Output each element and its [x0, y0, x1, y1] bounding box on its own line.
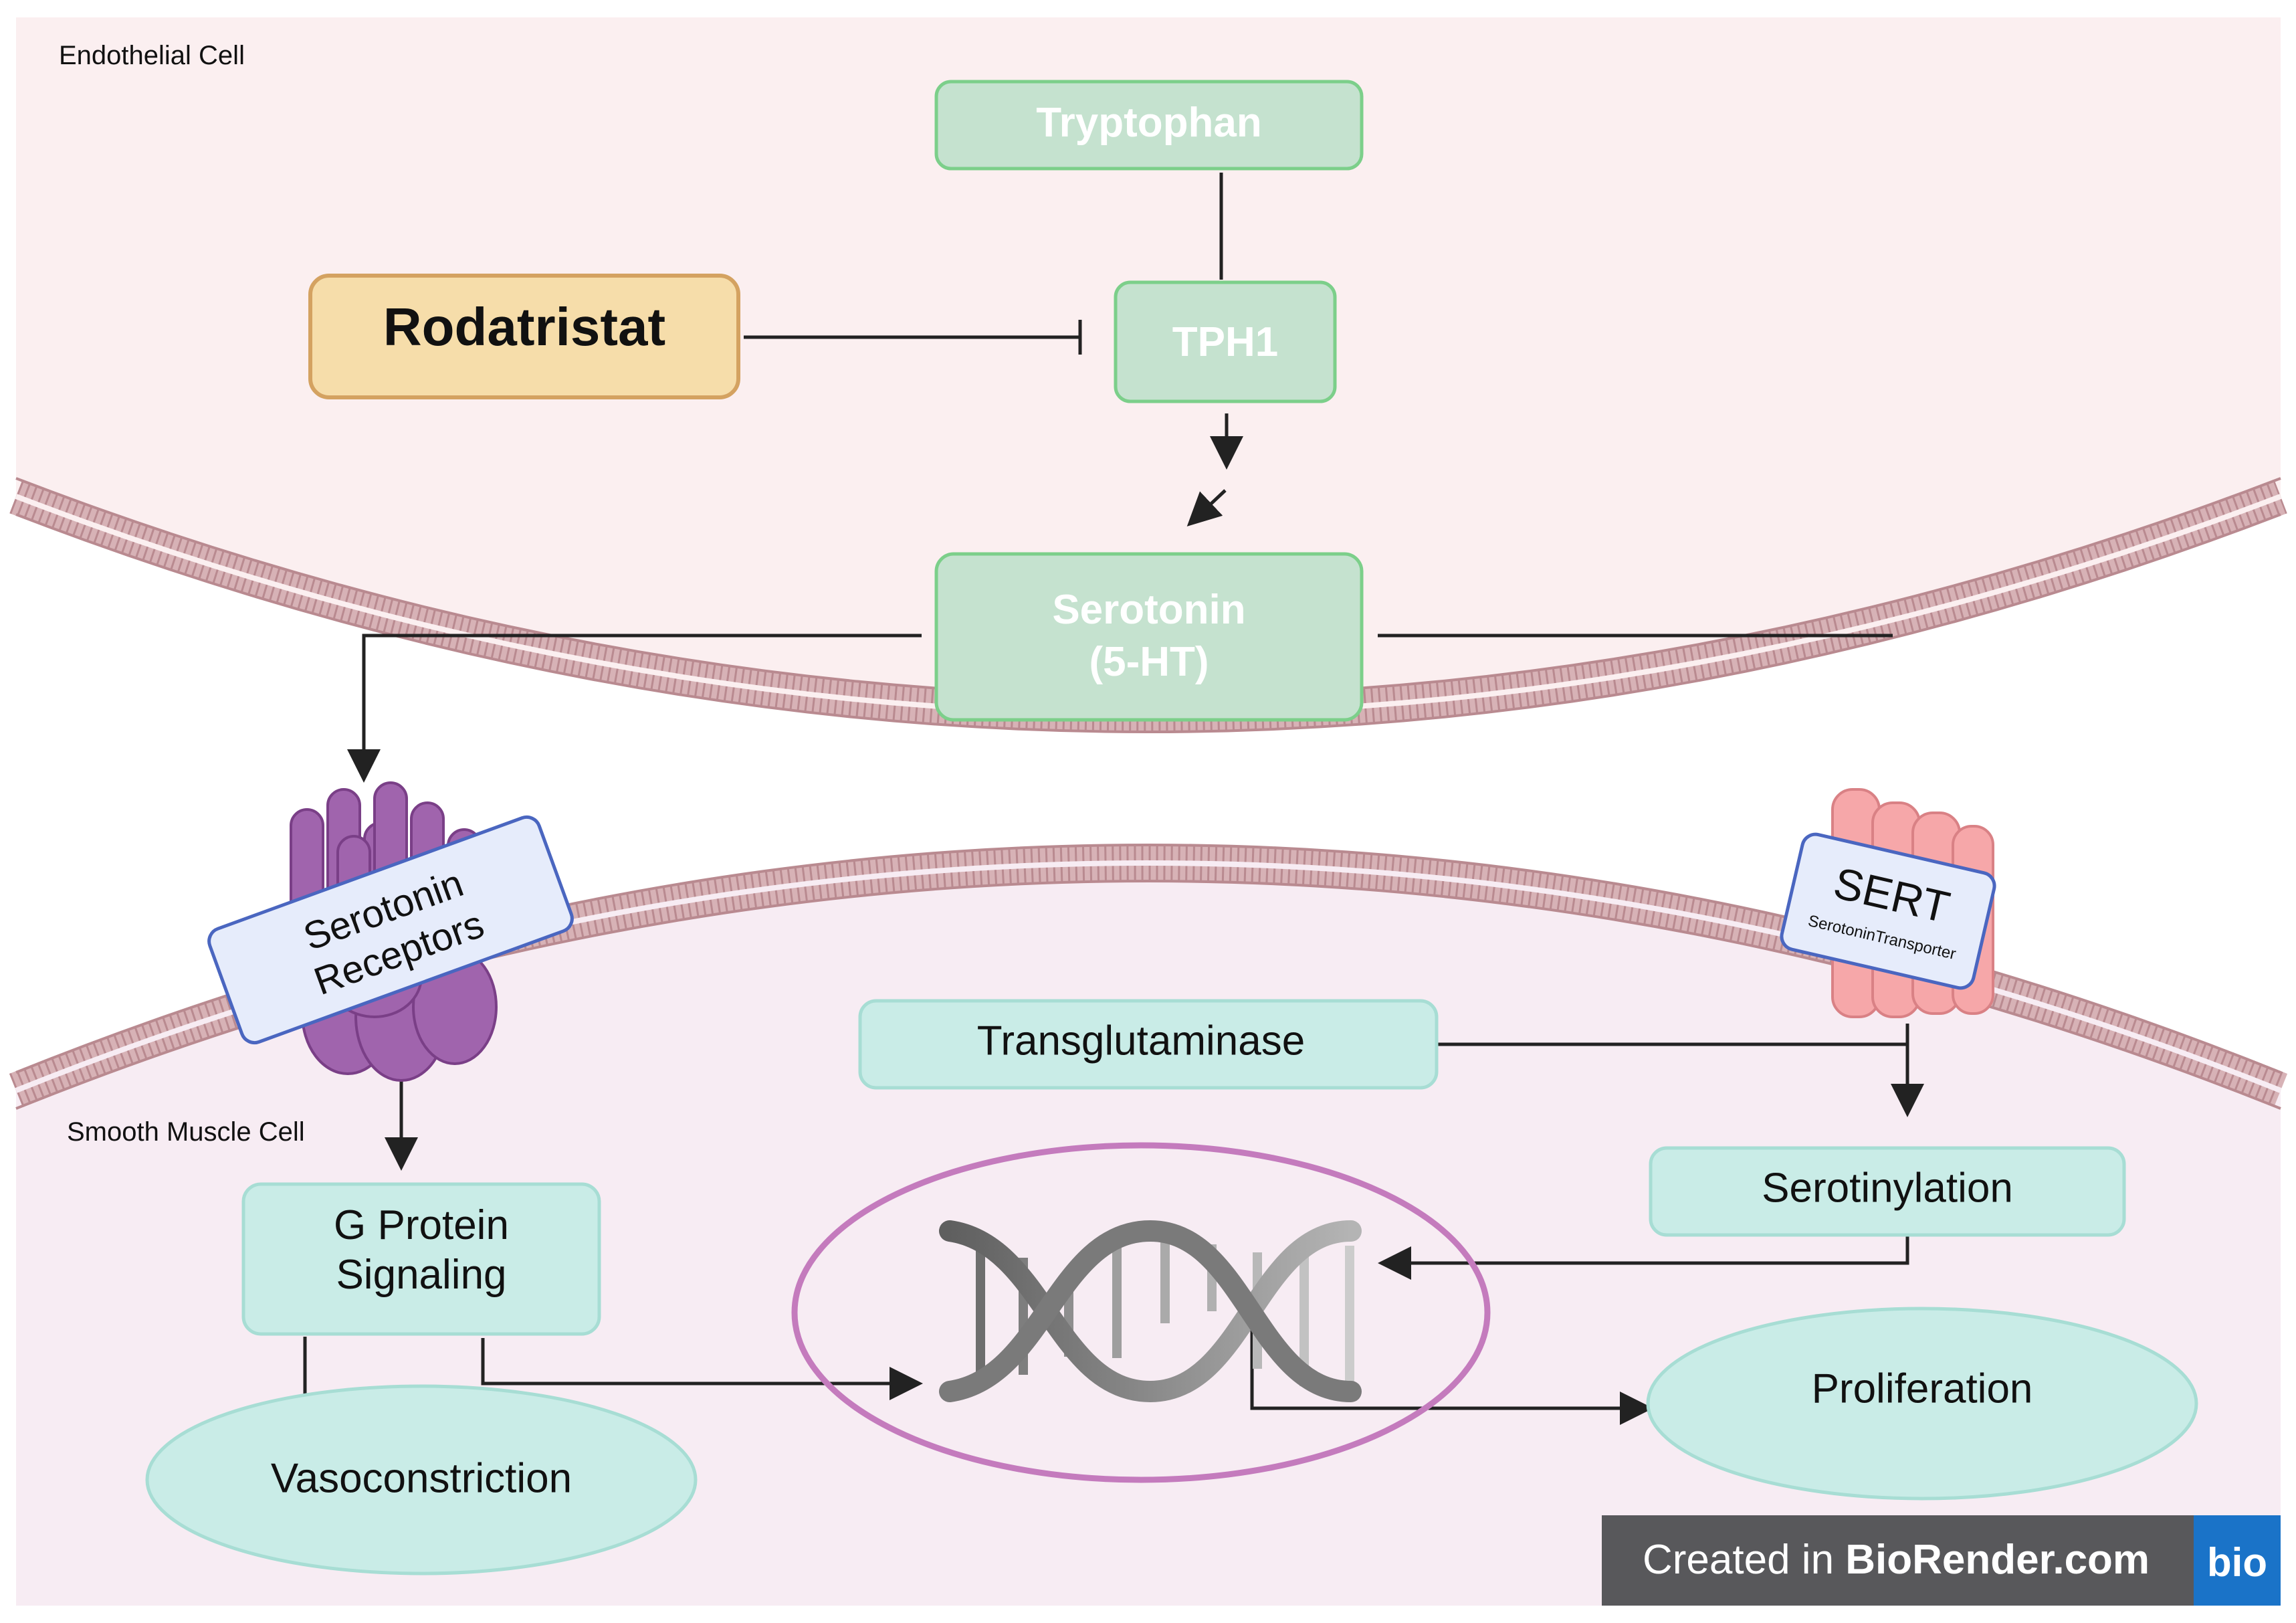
- serotinylation-to-dna-arrow: [1378, 1232, 1909, 1280]
- g-protein-signaling-node: G Protein Signaling: [241, 1182, 601, 1336]
- serotonin-label-line1: Serotonin: [1052, 587, 1245, 633]
- transglutaminase-node: Transglutaminase: [858, 999, 1439, 1090]
- tryptophan-label: Tryptophan: [1036, 100, 1262, 146]
- nucleus-ring: [791, 1142, 1491, 1483]
- serotinylation-label: Serotinylation: [1762, 1165, 2013, 1211]
- dna-double-helix-icon: [939, 1220, 1362, 1403]
- vasoconstriction-label: Vasoconstriction: [271, 1455, 572, 1501]
- biorender-watermark: Created in BioRender.com bio: [1602, 1515, 2281, 1606]
- smooth-muscle-cell-label: Smooth Muscle Cell: [67, 1117, 305, 1147]
- g-protein-label-line2: Signaling: [336, 1252, 506, 1298]
- watermark-text: Created in BioRender.com: [1643, 1537, 2150, 1583]
- tph1-node: TPH1: [1114, 280, 1337, 403]
- vasoconstriction-node: Vasoconstriction: [145, 1384, 698, 1576]
- serotinylation-node: Serotinylation: [1649, 1146, 2126, 1237]
- transglutaminase-label: Transglutaminase: [977, 1018, 1306, 1064]
- serotonin-node: Serotonin (5-HT): [934, 552, 1364, 722]
- gprotein-to-dna-arrow: [481, 1338, 923, 1400]
- proliferation-label: Proliferation: [1812, 1365, 2033, 1412]
- proliferation-node: Proliferation: [1646, 1307, 2198, 1501]
- serotonin-receptors-label-box: Serotonin Receptors: [207, 815, 574, 1045]
- biorender-logo-text: bio: [2207, 1540, 2267, 1585]
- biorender-logo-icon: [2194, 1515, 2281, 1606]
- g-protein-label-line1: G Protein: [334, 1202, 509, 1248]
- sert-label-box: SERT SerotoninTransporter: [1780, 832, 1996, 990]
- diagonal-arrow: [1186, 489, 1227, 527]
- endothelial-cell-label: Endothelial Cell: [59, 41, 245, 70]
- connectors: [288, 173, 1924, 1446]
- tryptophan-node: Tryptophan: [934, 80, 1364, 171]
- nucleus: [791, 1142, 1491, 1483]
- serotonin-to-receptor-arrow: [347, 634, 922, 783]
- serotonin-label-line2: (5-HT): [1089, 639, 1209, 685]
- rodatristat-node: Rodatristat: [308, 274, 740, 399]
- dna-to-proliferation-arrow: [1250, 1323, 1653, 1425]
- rodatristat-label: Rodatristat: [383, 297, 665, 357]
- tph1-label: TPH1: [1172, 319, 1278, 365]
